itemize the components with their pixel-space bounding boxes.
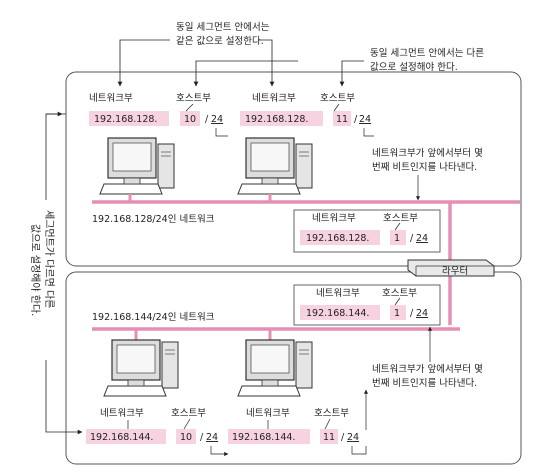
router-bottom-network-value: 192.168.144. — [306, 308, 369, 319]
top-pc1-network-value: 192.168.128. — [94, 114, 157, 125]
top-pc1 — [99, 137, 175, 195]
router-bottom-host-value: 1 — [394, 308, 400, 319]
network-label: 네트워크부 — [100, 408, 144, 419]
host-label: 호스트부 — [314, 408, 349, 419]
same-value-note: 동일 세그먼트 안에서는 같은 값으로 설정한다. — [117, 22, 275, 87]
network-label: 네트워크부 — [316, 288, 360, 299]
side-note: 세그먼트가 다르면 다른 값으로 설정해야 한다. — [29, 111, 83, 435]
host-label: 호스트부 — [382, 288, 417, 299]
top-pc1-address: 네트워크부 호스트부 192.168.128. 10 / 24 — [89, 93, 223, 126]
top-segment-frame — [65, 71, 522, 267]
host-label: 호스트부 — [383, 213, 418, 224]
slash: / — [341, 432, 345, 443]
router-top-network-value: 192.168.128. — [306, 233, 369, 244]
top-segment-cable — [92, 194, 520, 204]
bottom-segment-name: 192.168.144/24인 네트워크 — [92, 312, 215, 323]
host-label: 호스트부 — [171, 408, 206, 419]
top-segment-name: 192.168.128/24인 네트워크 — [92, 214, 215, 225]
router-top-host-value: 1 — [394, 233, 400, 244]
top-pc1-host-value: 10 — [184, 114, 196, 125]
top-pc2-network-value: 192.168.128. — [245, 114, 308, 125]
different-value-note-line2: 값으로 설정해야 한다. — [370, 61, 458, 73]
router-label: 라우터 — [442, 266, 468, 277]
bottom-pc1-host-value: 10 — [180, 432, 192, 443]
bottom-pc1-prefix-value: 24 — [206, 432, 218, 443]
different-value-note-line1: 동일 세그먼트 안에서는 다른 — [370, 48, 484, 59]
bottom-pc2-address: 네트워크부 호스트부 192.168.144. 11 / 24 — [228, 408, 367, 455]
top-prefix-note: 네트워크부가 앞에서부터 몇 번째 비트인지를 나타낸다. — [372, 147, 483, 201]
bottom-prefix-note-line1: 네트워크부가 앞에서부터 몇 — [372, 363, 483, 375]
bottom-pc2-host-value: 11 — [323, 432, 335, 443]
same-segment-note-line2: 같은 값으로 설정한다. — [176, 35, 264, 47]
top-prefix-note-line1: 네트워크부가 앞에서부터 몇 — [372, 147, 483, 159]
bottom-pc2-prefix-value: 24 — [347, 432, 359, 443]
slash: / — [200, 432, 204, 443]
slash: / — [410, 308, 414, 319]
slash: / — [354, 114, 358, 125]
bottom-pc2-network-value: 192.168.144. — [232, 432, 295, 443]
different-value-note: 동일 세그먼트 안에서는 다른 값으로 설정해야 한다. — [193, 48, 484, 87]
network-label: 네트워크부 — [312, 213, 356, 224]
top-pc2-prefix-value: 24 — [359, 114, 371, 125]
bottom-prefix-note-line2: 번째 비트인지를 나타낸다. — [372, 378, 477, 389]
same-segment-note-line1: 동일 세그먼트 안에서는 — [176, 22, 270, 33]
side-note-col1: 세그먼트가 다르면 다른 — [43, 210, 55, 308]
bottom-pc1-network-value: 192.168.144. — [90, 432, 153, 443]
top-pc2-host-value: 11 — [336, 114, 348, 125]
top-prefix-note-line2: 번째 비트인지를 나타낸다. — [372, 162, 477, 173]
network-label: 네트워크부 — [246, 408, 290, 419]
host-label: 호스트부 — [320, 93, 355, 104]
bottom-segment-frame — [65, 271, 522, 465]
bottom-prefix-note: 네트워크부가 앞에서부터 몇 번째 비트인지를 나타낸다. — [363, 326, 483, 430]
top-pc2-address: 네트워크부 호스트부 192.168.128. 11 / 24 — [240, 93, 371, 126]
slash: / — [205, 114, 209, 125]
top-pc1-prefix-value: 24 — [211, 114, 223, 125]
network-label: 네트워크부 — [89, 93, 133, 104]
router-bottom-prefix-value: 24 — [416, 308, 428, 319]
bottom-pc1-address: 네트워크부 호스트부 192.168.144. 10 / 24 — [86, 408, 229, 457]
router: 라우터 — [407, 259, 495, 277]
slash: / — [410, 233, 414, 244]
router-if-bottom-address: 네트워크부 호스트부 192.168.144. 1 / 24 — [293, 284, 441, 326]
router-top-prefix-value: 24 — [416, 233, 428, 244]
bottom-segment-cable — [92, 327, 460, 340]
top-pc2 — [237, 137, 313, 195]
host-label: 호스트부 — [176, 93, 211, 104]
bottom-pc1 — [103, 339, 179, 397]
router-if-top-address: 네트워크부 호스트부 192.168.128. 1 / 24 — [293, 209, 441, 253]
network-label: 네트워크부 — [252, 93, 296, 104]
side-note-col2: 값으로 설정해야 한다. — [29, 224, 42, 316]
bottom-pc2 — [237, 339, 313, 397]
